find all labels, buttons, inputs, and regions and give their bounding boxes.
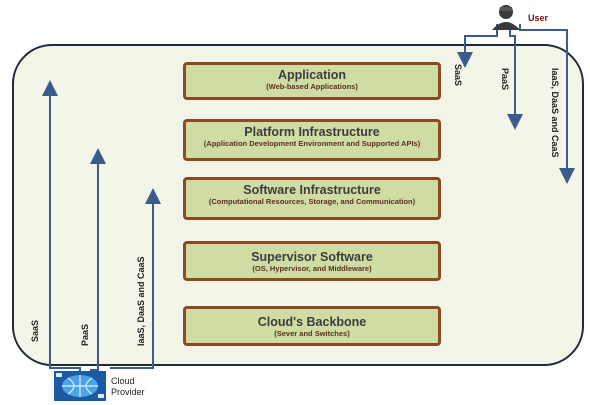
layer-subtitle: (Application Development Environment and… — [203, 139, 421, 148]
provider-label-line2: Provider — [111, 387, 145, 397]
layer-platform-infrastructure: Platform Infrastructure (Application Dev… — [183, 119, 441, 161]
layer-subtitle: (Computational Resources, Storage, and C… — [208, 197, 416, 206]
layer-title: Platform Infrastructure — [244, 125, 380, 139]
layer-application: Application (Web-based Applications) — [183, 62, 441, 100]
layer-subtitle: (OS, Hypervisor, and Middleware) — [252, 264, 372, 273]
user-arrow-iaas — [519, 24, 575, 184]
layer-subtitle: (Sever and Switches) — [274, 329, 350, 338]
layer-title: Software Infrastructure — [243, 183, 381, 197]
layer-title: Application — [277, 68, 347, 82]
layer-supervisor-software: Supervisor Software (OS, Hypervisor, and… — [183, 241, 441, 281]
provider-arrow-paas — [90, 148, 106, 371]
provider-label-line1: Cloud — [111, 376, 135, 386]
user-label: User — [528, 13, 549, 23]
layer-software-infrastructure: Software Infrastructure (Computational R… — [183, 177, 441, 220]
layer-title: Supervisor Software — [251, 250, 373, 264]
provider-arrow-iaas — [110, 188, 161, 369]
layer-title: Cloud's Backbone — [257, 315, 367, 329]
layer-clouds-backbone: Cloud's Backbone (Sever and Switches) — [183, 306, 441, 346]
layer-subtitle: (Web-based Applications) — [266, 82, 358, 91]
